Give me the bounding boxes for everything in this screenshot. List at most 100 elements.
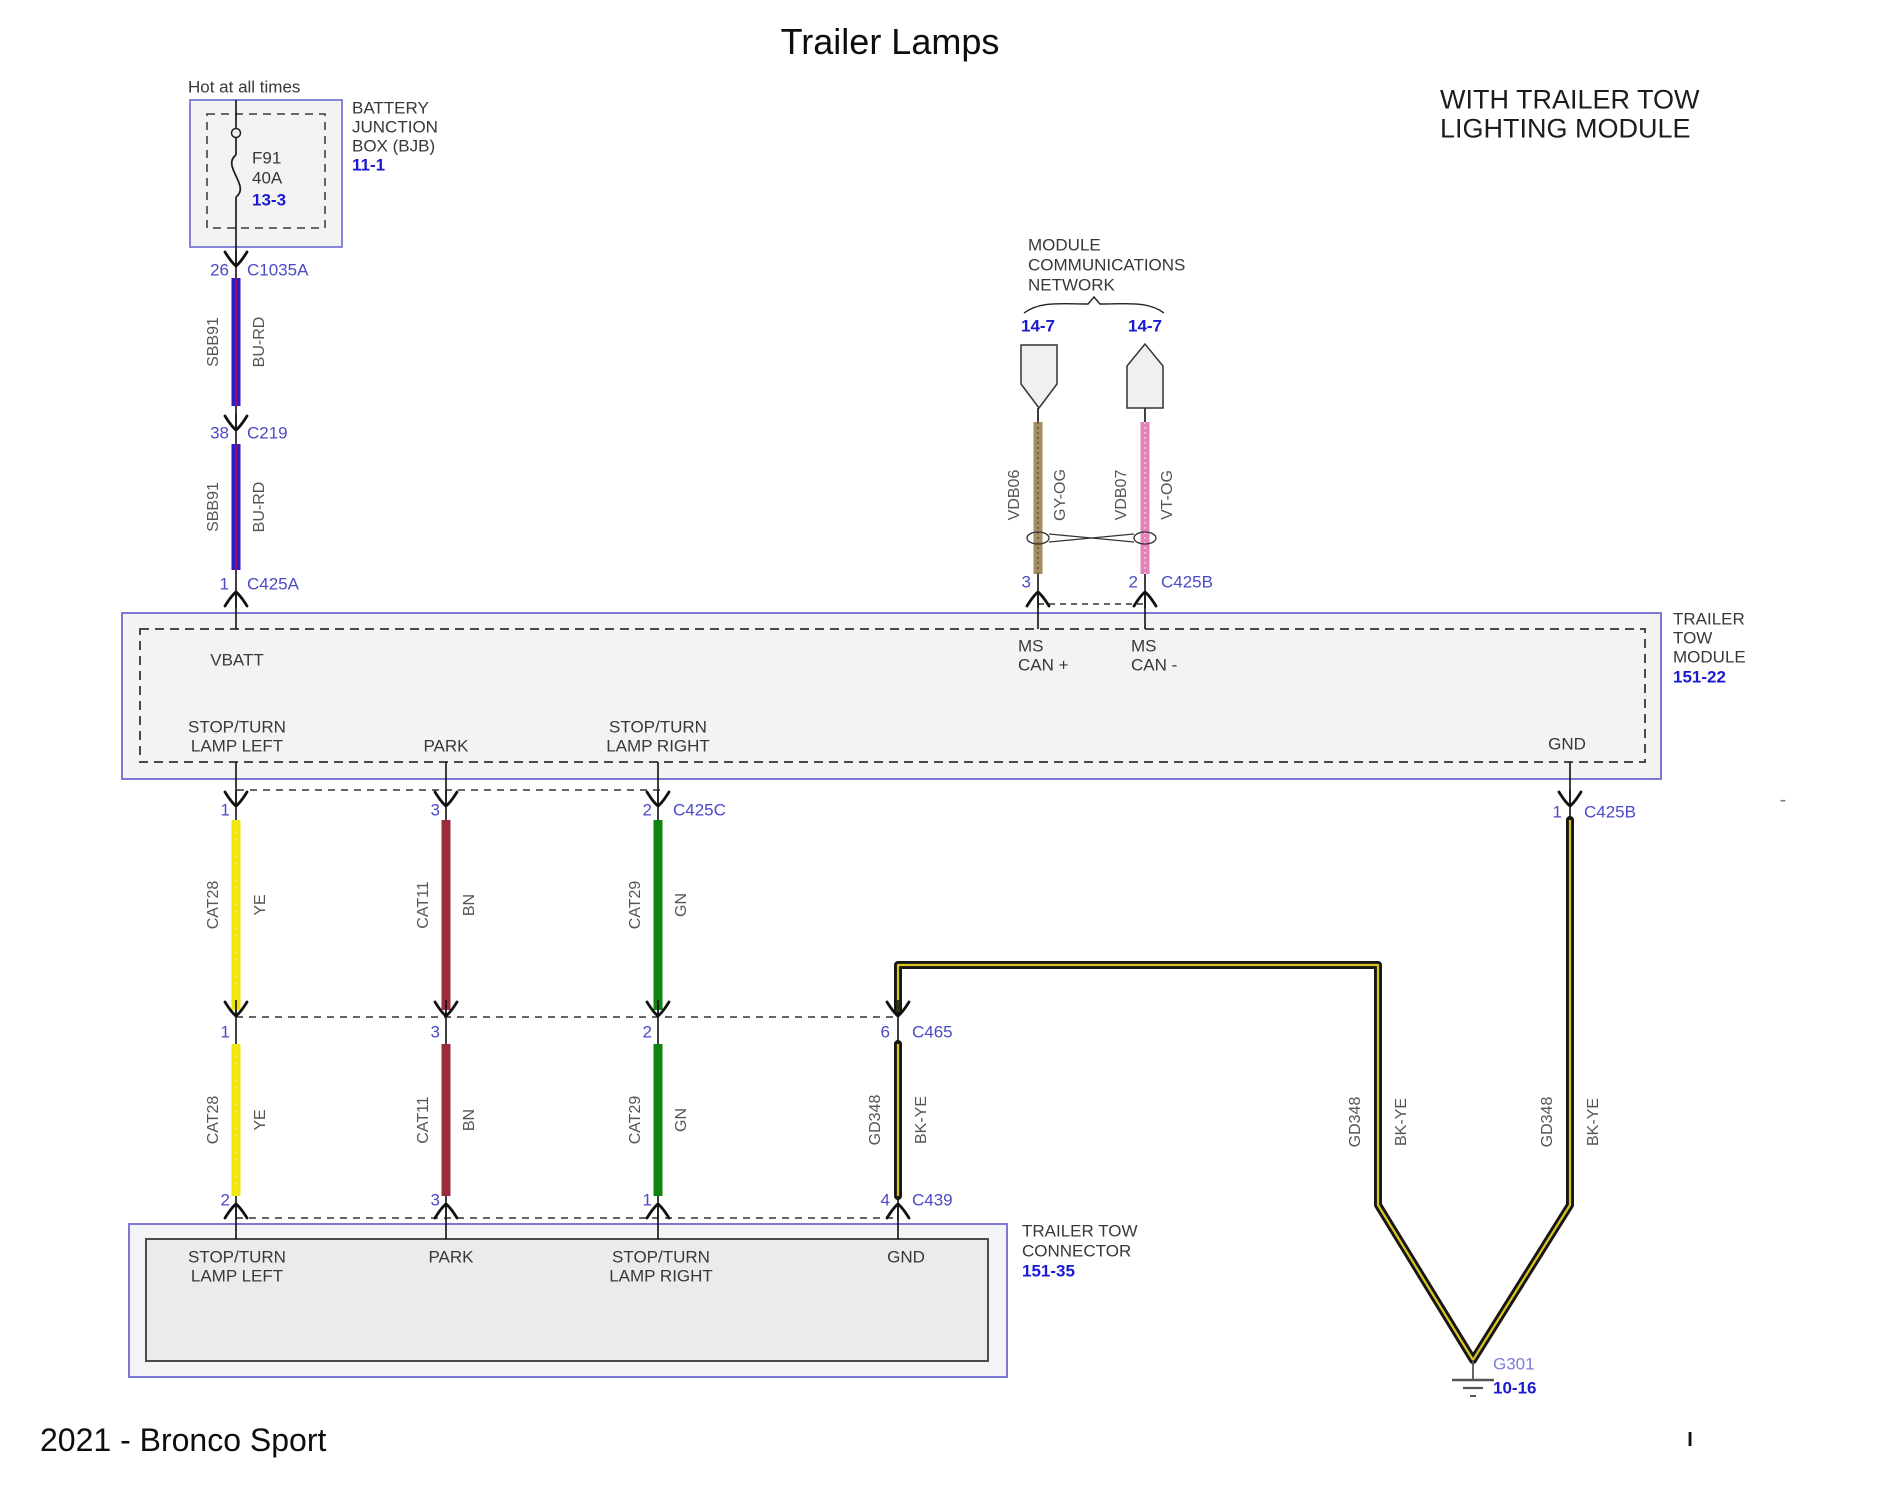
can-network-label-line-3: NETWORK (1028, 275, 1115, 295)
wire-color-label: BK-YE (1585, 1097, 1602, 1147)
fuse-page-ref: 13-3 (252, 190, 287, 210)
arrow-down-icon (1557, 788, 1583, 808)
module-page-ref: 151-22 (1673, 667, 1726, 687)
connector-name-line-2: CONNECTOR (1022, 1241, 1132, 1261)
can-network-brace-icon (1023, 295, 1165, 314)
trailer-tow-module-inner-dashed-box (139, 628, 1646, 763)
wire-color-label: BN (461, 893, 478, 917)
bjb-page-ref: 11-1 (352, 155, 386, 175)
ground-page-ref: 10-16 (1493, 1378, 1537, 1398)
fuse-symbol (230, 154, 242, 198)
module-pin-can-plus-line-2: CAN + (1018, 655, 1069, 675)
module-name-line-1: TRAILER (1673, 609, 1745, 629)
c465-pin-gnd: 6 (880, 1022, 890, 1042)
c1035a-pin-number: 26 (210, 260, 229, 280)
c219-connector-name: C219 (247, 423, 288, 443)
wire-circuit-label: SBB91 (205, 317, 222, 367)
variant-note-line-2: LIGHTING MODULE (1440, 113, 1691, 144)
module-pin-stop-right-line-2: LAMP RIGHT (606, 736, 710, 756)
hot-at-all-times-label: Hot at all times (188, 77, 301, 97)
c425c-pin-park: 3 (430, 800, 440, 820)
wire-circuit-label: SBB91 (205, 482, 222, 532)
module-pin-can-plus-line-1: MS (1018, 636, 1044, 656)
c425b-can-minus-pin-number: 2 (1128, 572, 1138, 592)
vehicle-footer-label: 2021 - Bronco Sport (40, 1422, 327, 1458)
trailer-tow-connector-inner-box (145, 1238, 989, 1362)
connector-pin-gnd: GND (887, 1247, 925, 1267)
can-page-ref-right: 14-7 (1127, 316, 1163, 336)
c465-connector-name: C465 (912, 1022, 953, 1042)
connector-name-line-1: TRAILER TOW (1022, 1221, 1138, 1241)
module-pin-stop-left-line-1: STOP/TURN (188, 717, 286, 737)
module-pin-gnd: GND (1548, 734, 1586, 754)
module-pin-stop-left-line-2: LAMP LEFT (190, 736, 284, 756)
connector-pin-stop-left-line-2: LAMP LEFT (190, 1266, 284, 1286)
wire-circuit-label: CAT28 (205, 1095, 222, 1145)
module-name-line-2: TOW (1673, 628, 1713, 648)
arrow-up-icon (1025, 590, 1051, 610)
c425c-pin-right: 2 (642, 800, 652, 820)
c439-pin-left: 2 (220, 1190, 230, 1210)
wire-circuit-label: VDB07 (1113, 469, 1130, 521)
wire-color-label: YE (252, 894, 269, 916)
can-terminal-right-icon (1126, 342, 1164, 409)
wire-color-label: BU-RD (251, 316, 268, 368)
c425a-pin-number: 1 (219, 574, 229, 594)
page-artifact-bar: I (1687, 1429, 1693, 1451)
connector-pin-stop-right-line-2: LAMP RIGHT (609, 1266, 713, 1286)
wire-color-label: GN (673, 893, 690, 917)
fuse-name: F91 (252, 148, 282, 168)
wire-color-label: GN (673, 1108, 690, 1132)
connector-pin-park: PARK (428, 1247, 474, 1267)
wire-color-label: BN (461, 1108, 478, 1132)
can-terminal-left-icon (1020, 344, 1058, 410)
connector-pin-stop-right-line-1: STOP/TURN (612, 1247, 710, 1267)
wire-color-label: GY-OG (1052, 469, 1069, 521)
wire-circuit-label: CAT29 (627, 880, 644, 930)
fuse-rating: 40A (252, 168, 283, 188)
connector-pin-stop-left-line-1: STOP/TURN (188, 1247, 286, 1267)
bjb-name-line-1: BATTERY (352, 98, 429, 118)
wire-circuit-label: CAT11 (415, 881, 432, 929)
wire-circuit-label: CAT29 (627, 1095, 644, 1145)
c425c-pin-left: 1 (220, 800, 230, 820)
c425b-gnd-connector-name: C425B (1584, 802, 1636, 822)
bjb-name-line-2: JUNCTION (352, 117, 438, 137)
module-pin-can-minus-line-2: CAN - (1131, 655, 1178, 675)
module-pin-can-minus-line-1: MS (1131, 636, 1157, 656)
ground-symbol-icon (1452, 1360, 1494, 1397)
wire-circuit-label: CAT11 (415, 1096, 432, 1144)
wire-color-label: VT-OG (1159, 470, 1176, 520)
ground-name: G301 (1493, 1354, 1535, 1374)
module-name-line-3: MODULE (1673, 647, 1746, 667)
connector-page-ref: 151-35 (1022, 1261, 1075, 1281)
c425b-can-plus-pin-number: 3 (1021, 572, 1031, 592)
wire-circuit-label: CAT28 (205, 880, 222, 930)
module-pin-stop-right-line-1: STOP/TURN (609, 717, 707, 737)
c465-pin-right: 2 (642, 1022, 652, 1042)
wire-color-label: BK-YE (1393, 1097, 1410, 1147)
arrow-down-icon (223, 998, 249, 1018)
c439-connector-name: C439 (912, 1190, 953, 1210)
wire-circuit-label: GD348 (1539, 1096, 1556, 1148)
can-network-label-line-2: COMMUNICATIONS (1028, 255, 1186, 275)
arrow-up-icon (1132, 590, 1158, 610)
wire-circuit-label: VDB06 (1006, 469, 1023, 521)
module-pin-vbatt: VBATT (210, 650, 264, 670)
can-network-label-line-1: MODULE (1028, 235, 1101, 255)
bjb-box (189, 99, 343, 248)
c439-pin-right: 1 (642, 1190, 652, 1210)
wire-circuit-label: GD348 (1347, 1096, 1364, 1148)
c465-pin-left: 1 (220, 1022, 230, 1042)
c425a-connector-name: C425A (247, 574, 299, 594)
c425b-connector-name: C425B (1161, 572, 1213, 592)
wire-color-label: BU-RD (251, 481, 268, 533)
c425b-gnd-pin-number: 1 (1552, 802, 1562, 822)
c219-pin-number: 38 (210, 423, 229, 443)
trailer-tow-module-box (121, 612, 1662, 780)
c439-pin-park: 3 (430, 1190, 440, 1210)
arrow-down-icon (885, 998, 911, 1018)
variant-note-line-1: WITH TRAILER TOW (1440, 84, 1700, 115)
